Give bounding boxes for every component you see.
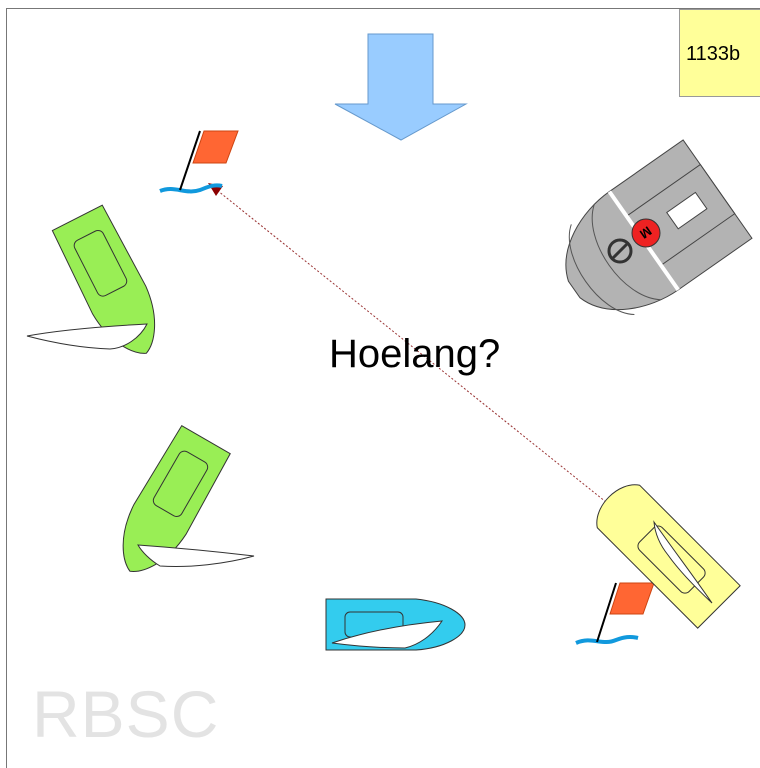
distance-line xyxy=(217,190,607,503)
diagram-id-label: 1133b xyxy=(679,9,760,97)
green-boat-upper-sail xyxy=(26,323,148,350)
question-text: Hoelang? xyxy=(329,332,501,376)
blue-boat xyxy=(325,598,466,651)
watermark-text: RBSC xyxy=(32,677,220,751)
diagram-frame xyxy=(6,8,760,768)
m-flag-icon xyxy=(631,218,661,248)
green-boat-lower xyxy=(122,424,231,572)
yellow-boat xyxy=(596,484,741,629)
green-boat-lower-sail xyxy=(137,544,255,567)
prohibition-icon xyxy=(607,238,633,264)
bottom-mark-flag-icon xyxy=(575,582,655,645)
yellow-boat-sail xyxy=(653,520,713,604)
top-mark-flag-icon xyxy=(159,130,239,194)
wind-arrow-icon xyxy=(334,33,468,141)
